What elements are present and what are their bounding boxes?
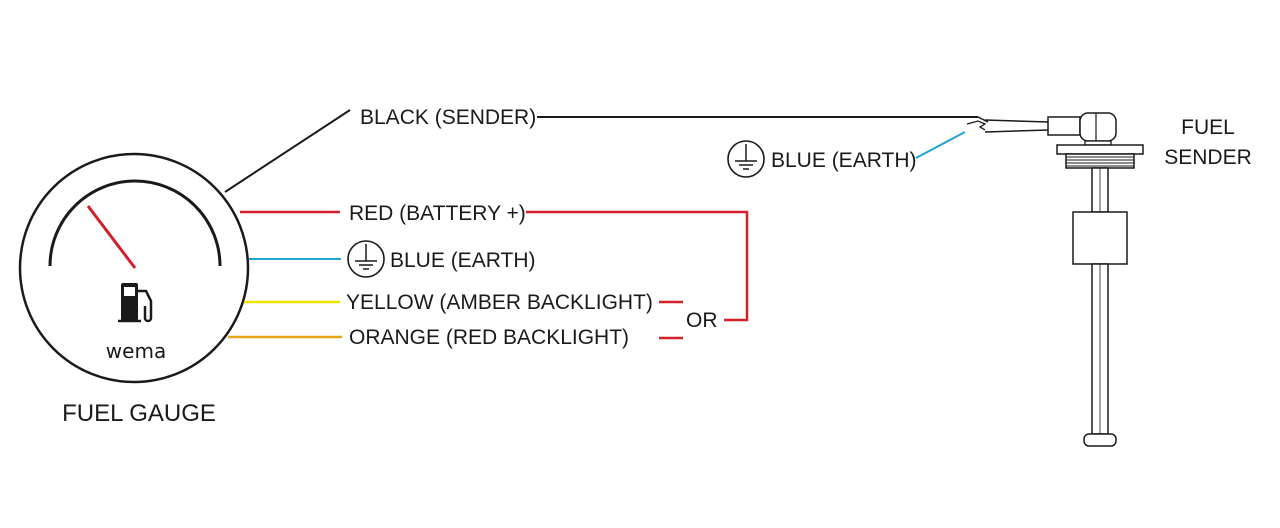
blue-wire-sender	[915, 131, 966, 159]
ground-icon	[727, 140, 765, 178]
gauge-scale-arc	[48, 179, 222, 267]
yellow-wire-label: YELLOW (AMBER BACKLIGHT)	[346, 291, 653, 314]
sender-thread-lines	[1066, 156, 1134, 167]
red-wire-label: RED (BATTERY +)	[349, 202, 526, 225]
or-label: OR	[686, 309, 718, 332]
black-wire-label: BLACK (SENDER)	[360, 106, 536, 129]
black-wire	[224, 109, 989, 193]
orange-wire	[228, 335, 683, 340]
gauge-brand-text: wema	[106, 339, 166, 363]
orange-wire-label: ORANGE (RED BACKLIGHT)	[349, 326, 629, 349]
fuel-sender-title-line1: FUEL	[1181, 116, 1235, 139]
fuel-gauge-title: FUEL GAUGE	[62, 400, 216, 427]
fuel-pump-icon	[118, 283, 153, 323]
gauge-needle	[86, 205, 137, 269]
fuel-sender	[966, 112, 1144, 447]
blue-wire-gauge-label: BLUE (EARTH)	[390, 249, 535, 272]
blue-wire-sender-label: BLUE (EARTH)	[771, 149, 916, 172]
ground-icon	[347, 240, 385, 278]
fuel-sender-title-line2: SENDER	[1164, 146, 1252, 169]
fuel-gauge: wema	[18, 152, 250, 384]
red-wire	[240, 210, 749, 322]
